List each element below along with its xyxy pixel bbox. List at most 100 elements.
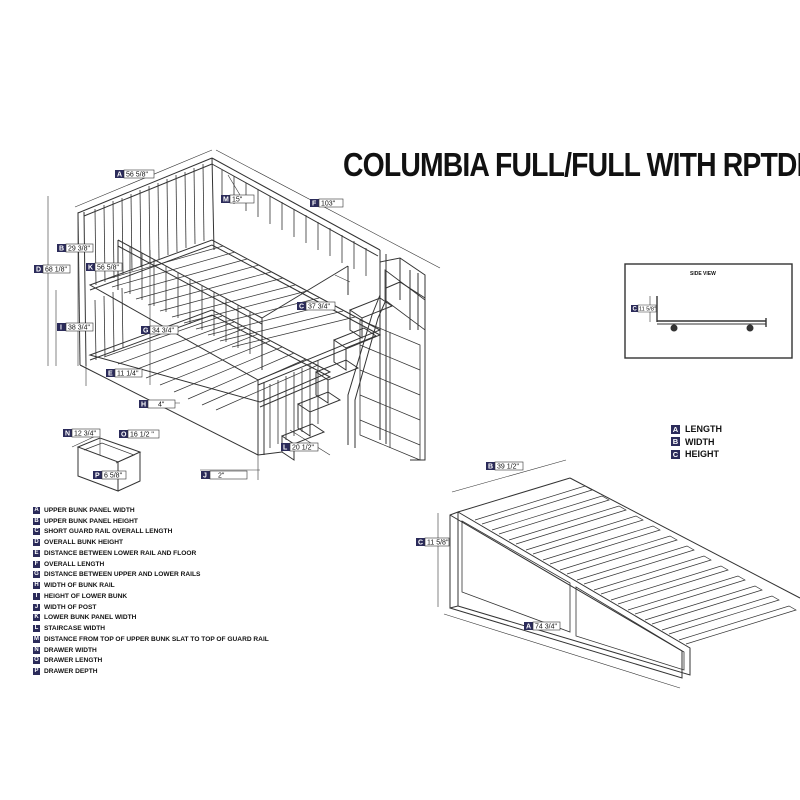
key-item-b: B WIDTH bbox=[671, 436, 722, 449]
dim-label-C: C 37 3/4" bbox=[297, 301, 336, 311]
legend-letter-box: C bbox=[33, 528, 40, 536]
svg-text:M: M bbox=[223, 197, 229, 204]
svg-text:103": 103" bbox=[321, 201, 336, 208]
svg-text:F: F bbox=[312, 201, 317, 208]
svg-text:37 3/4": 37 3/4" bbox=[308, 304, 330, 311]
svg-text:68 1/8": 68 1/8" bbox=[45, 267, 67, 274]
dim-label-trundle-C: C 11 5/8" bbox=[416, 537, 450, 547]
svg-text:B: B bbox=[488, 464, 493, 471]
svg-text:L: L bbox=[283, 445, 288, 452]
legend-item-l: L STAIRCASE WIDTH bbox=[33, 623, 269, 634]
legend-letter-box: B bbox=[33, 517, 40, 525]
key-text: HEIGHT bbox=[685, 449, 720, 460]
legend-text: DRAWER DEPTH bbox=[44, 668, 98, 676]
dim-label-L: L 20 1/2" bbox=[281, 442, 319, 452]
legend-letter-box: H bbox=[33, 582, 40, 590]
legend-item-f: F OVERALL LENGTH bbox=[33, 559, 269, 570]
legend-text: STAIRCASE WIDTH bbox=[44, 625, 106, 633]
legend-item-e: E DISTANCE BETWEEN LOWER RAIL AND FLOOR bbox=[33, 548, 269, 559]
svg-text:11 1/4": 11 1/4" bbox=[117, 371, 139, 378]
key-item-c: C HEIGHT bbox=[671, 448, 722, 461]
legend-text: DISTANCE FROM TOP OF UPPER BUNK SLAT TO … bbox=[44, 635, 269, 643]
svg-text:15": 15" bbox=[232, 197, 243, 204]
legend-text: OVERALL LENGTH bbox=[44, 560, 105, 568]
legend-item-o: O DRAWER LENGTH bbox=[33, 656, 269, 667]
svg-text:O: O bbox=[121, 432, 127, 439]
legend-text: OVERALL BUNK HEIGHT bbox=[44, 539, 124, 547]
dim-label-A: A 56 5/8" bbox=[115, 169, 155, 179]
side-view-label: SIDE VIEW bbox=[690, 271, 716, 277]
svg-text:E: E bbox=[108, 371, 113, 378]
legend-letter-box: M bbox=[33, 635, 40, 643]
legend-item-c: C SHORT GUARD RAIL OVERALL LENGTH bbox=[33, 527, 269, 538]
svg-text:16 1/2 ": 16 1/2 " bbox=[130, 432, 154, 439]
svg-text:C: C bbox=[418, 540, 423, 547]
legend-letter-box: F bbox=[33, 560, 40, 568]
legend-item-m: M DISTANCE FROM TOP OF UPPER BUNK SLAT TO… bbox=[33, 634, 269, 645]
legend-text: DRAWER WIDTH bbox=[44, 646, 97, 654]
svg-text:12 3/4": 12 3/4" bbox=[74, 431, 96, 438]
legend-letter-box: G bbox=[33, 571, 40, 579]
svg-text:56 5/8": 56 5/8" bbox=[126, 172, 148, 179]
legend-letter-box: I bbox=[33, 592, 40, 600]
svg-text:C: C bbox=[633, 307, 638, 313]
legend-letter-box: J bbox=[33, 603, 40, 611]
dim-label-B: B 29 3/8" bbox=[57, 243, 94, 253]
legend-letter-box: L bbox=[33, 625, 40, 633]
svg-text:20 1/2": 20 1/2" bbox=[292, 445, 314, 452]
dim-label-N: N 12 3/4" bbox=[63, 428, 101, 438]
svg-text:C: C bbox=[299, 304, 304, 311]
key-text: WIDTH bbox=[685, 436, 715, 447]
key-letter-box: A bbox=[671, 424, 680, 434]
svg-text:74 3/4": 74 3/4" bbox=[535, 624, 557, 631]
key-letter-box: B bbox=[671, 437, 680, 447]
svg-text:I: I bbox=[60, 325, 62, 332]
svg-text:J: J bbox=[203, 473, 207, 480]
legend-text: DRAWER LENGTH bbox=[44, 657, 103, 665]
legend-item-g: G DISTANCE BETWEEN UPPER AND LOWER RAILS bbox=[33, 570, 269, 581]
key-text: LENGTH bbox=[685, 424, 722, 435]
dim-label-trundle-B: B 39 1/2" bbox=[486, 461, 524, 471]
svg-text:39 1/2": 39 1/2" bbox=[497, 464, 519, 471]
legend-text: LOWER BUNK PANEL WIDTH bbox=[44, 614, 137, 622]
svg-text:H: H bbox=[141, 402, 146, 409]
svg-text:11 5/8": 11 5/8" bbox=[427, 540, 449, 547]
diagram-title: COLUMBIA FULL/FULL WITH RPTDL bbox=[343, 146, 800, 183]
side-view-drawing bbox=[624, 263, 793, 359]
legend-letter-box: E bbox=[33, 549, 40, 557]
legend-text: DISTANCE BETWEEN UPPER AND LOWER RAILS bbox=[44, 571, 201, 579]
svg-text:A: A bbox=[526, 624, 531, 631]
key-letter-box: C bbox=[671, 449, 680, 459]
svg-text:B: B bbox=[59, 246, 64, 253]
svg-text:6 5/8": 6 5/8" bbox=[104, 473, 123, 480]
svg-text:29 3/8": 29 3/8" bbox=[68, 246, 90, 253]
legend-letter-box: P bbox=[33, 668, 40, 676]
dim-label-F: F 103" bbox=[310, 198, 344, 208]
legend-letter-box: O bbox=[33, 657, 40, 665]
legend-text: WIDTH OF BUNK RAIL bbox=[44, 582, 115, 590]
drawer-drawing bbox=[71, 433, 142, 492]
svg-text:G: G bbox=[143, 328, 149, 335]
legend-item-p: P DRAWER DEPTH bbox=[33, 666, 269, 677]
svg-text:56 5/8": 56 5/8" bbox=[97, 265, 119, 272]
svg-text:N: N bbox=[65, 431, 70, 438]
legend-text: DISTANCE BETWEEN LOWER RAIL AND FLOOR bbox=[44, 549, 197, 557]
svg-text:11 5/8": 11 5/8" bbox=[639, 307, 656, 313]
svg-text:A: A bbox=[117, 172, 122, 179]
legend-text: SHORT GUARD RAIL OVERALL LENGTH bbox=[44, 528, 173, 536]
trundle-drawing bbox=[437, 459, 800, 689]
